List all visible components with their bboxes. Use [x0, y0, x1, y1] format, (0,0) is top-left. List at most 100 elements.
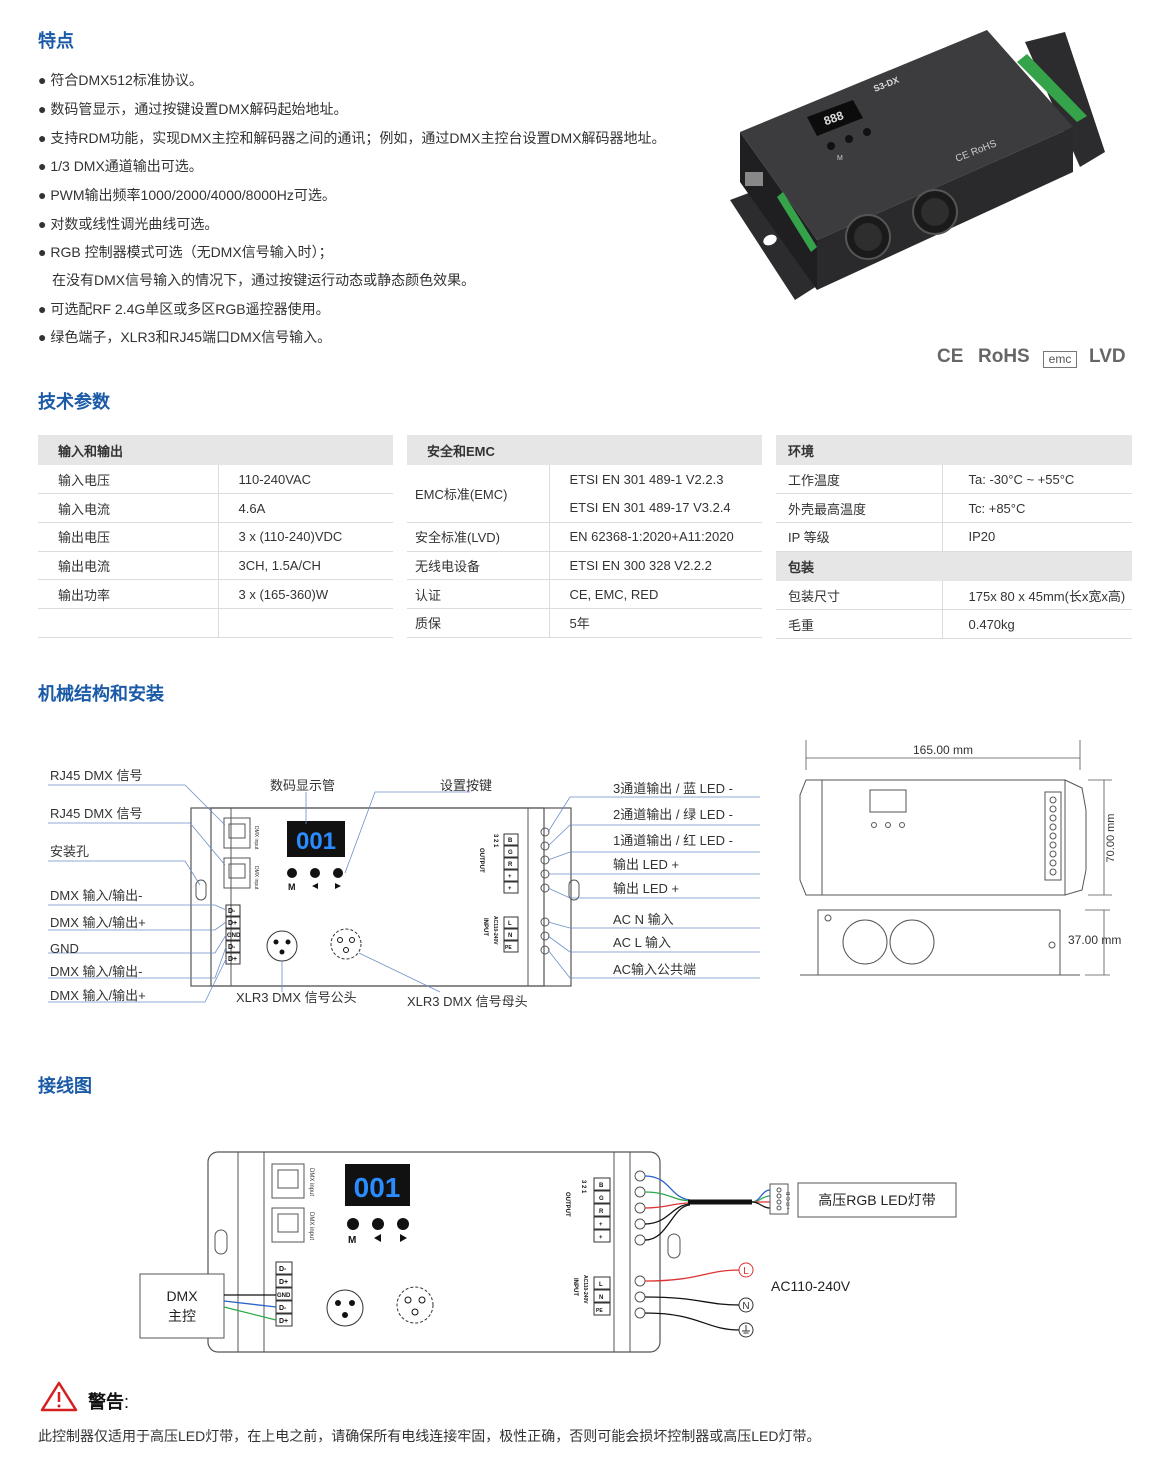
- strip-pins: + R G B: [786, 1191, 792, 1210]
- spec-value: 3 x (165-360)W: [217, 579, 393, 609]
- spec-value: Ta: -30°C ~ +55°C: [941, 465, 1132, 495]
- product-image: 888 M S3-DX CE RoHS: [730, 30, 1105, 300]
- spec-key: 毛重: [776, 609, 942, 639]
- spec-key: 无线电设备: [407, 551, 549, 581]
- emc-mark: emc: [1043, 351, 1077, 368]
- warning-icon: [40, 1381, 78, 1412]
- feature-item: ● 数码管显示，通过按键设置DMX解码起始地址。: [38, 101, 348, 117]
- spec-key: 输出电流: [38, 551, 218, 581]
- spec-value: EN 62368-1:2020+A11:2020: [548, 522, 762, 552]
- input-range: AC110-240V: [492, 916, 498, 945]
- wiring-in-terminal: L: [599, 1282, 603, 1288]
- wiring-input-range: AC110-240V: [582, 1275, 588, 1304]
- spec-key: [38, 608, 218, 638]
- spec-value: [217, 608, 393, 638]
- callout-buttons: 设置按键: [440, 778, 492, 793]
- spec-value: 3 x (110-240)VDC: [217, 522, 393, 552]
- spec-key: 输入电压: [38, 465, 218, 495]
- env-header: 环境: [776, 435, 1132, 465]
- terminal-label: D-: [228, 908, 236, 915]
- wiring-btn-m: M: [348, 1235, 356, 1246]
- in-terminal: PE: [505, 945, 512, 951]
- callout-dmx-plus-2: DMX 输入/输出+: [50, 988, 146, 1003]
- mech-title: 机械结构和安装: [38, 684, 164, 704]
- wiring-out-terminal: G: [599, 1196, 604, 1202]
- callout-ch2: 2通道输出 / 绿 LED -: [613, 807, 733, 822]
- feature-item: ● 支持RDM功能，实现DMX主控和解码器之间的通讯；例如，通过DMX主控台设置…: [38, 130, 666, 146]
- wiring-out-terminal: R: [599, 1209, 604, 1215]
- mech-diagram: DMX input DMX input 001 M D- D+ GND D- D…: [48, 740, 1121, 1009]
- feature-item: ● RGB 控制器模式可选（无DMX信号输入时）；: [38, 244, 333, 260]
- spec-value: ETSI EN 300 328 V2.2.2: [548, 551, 762, 581]
- callout-mount-hole: 安装孔: [50, 844, 89, 859]
- out-terminal: +: [508, 874, 512, 880]
- spec-value: 110-240VAC: [217, 465, 393, 495]
- out-terminal: +: [508, 886, 512, 892]
- input-label: INPUT: [482, 918, 488, 936]
- out-terminal: B: [508, 838, 513, 844]
- wiring-output-label: OUTPUT: [564, 1192, 570, 1217]
- mech-btn-m: M: [288, 882, 296, 892]
- wiring-out-terminal: +: [599, 1235, 603, 1241]
- feature-item: ● 符合DMX512标准协议。: [38, 72, 203, 88]
- terminal-label: D-: [228, 944, 236, 951]
- lvd-mark: LVD: [1089, 346, 1126, 367]
- callout-dmx-minus-2: DMX 输入/输出-: [50, 964, 142, 979]
- callout-dmx-minus: DMX 输入/输出-: [50, 888, 142, 903]
- callout-ch1: 1通道输出 / 红 LED -: [613, 833, 733, 848]
- spec-key: 包装尺寸: [776, 581, 942, 611]
- output-label: OUTPUT: [478, 848, 484, 873]
- wiring-terminal: D-: [279, 1305, 287, 1312]
- wiring-in-terminal: N: [599, 1295, 603, 1301]
- terminal-label: GND: [227, 933, 241, 939]
- dmx-master-line1: DMX: [166, 1288, 198, 1304]
- spec-key: 认证: [407, 579, 549, 609]
- callout-led-plus-1: 输出 LED +: [613, 857, 679, 872]
- callout-xlr-male: XLR3 DMX 信号公头: [236, 990, 357, 1005]
- wiring-title: 接线图: [38, 1076, 92, 1096]
- specs-title: 技术参数: [38, 392, 110, 412]
- spec-value: 3CH, 1.5A/CH: [217, 551, 393, 581]
- callout-xlr-female: XLR3 DMX 信号母头: [407, 994, 528, 1009]
- callout-rj45-1: RJ45 DMX 信号: [50, 768, 142, 783]
- wiring-diagram: DMX input DMX input 001 M D- D+ GND D- D…: [139, 1151, 957, 1353]
- wiring-rj45-label: DMX input: [308, 1168, 314, 1196]
- spec-value: ETSI EN 301 489-1 V2.2.3: [548, 465, 762, 494]
- safety-header: 安全和EMC: [407, 435, 762, 465]
- wiring-terminal: D+: [279, 1279, 288, 1286]
- spec-key: 外壳最高温度: [776, 493, 942, 523]
- feature-item: ● 1/3 DMX通道输出可选。: [38, 158, 203, 174]
- dmx-master-line2: 主控: [168, 1308, 196, 1324]
- ac-n-icon: N: [742, 1301, 749, 1312]
- ac-l-icon: L: [743, 1266, 749, 1277]
- spec-value: 4.6A: [217, 493, 393, 523]
- strip-label: 高压RGB LED灯带: [818, 1192, 935, 1208]
- wiring-terminal: D-: [279, 1266, 287, 1273]
- rj45-label: DMX input: [253, 826, 259, 850]
- wiring-terminal: D+: [279, 1318, 288, 1325]
- callout-ac-n: AC N 输入: [613, 912, 674, 927]
- feature-item: ● 绿色端子，XLR3和RJ45端口DMX信号输入。: [38, 329, 332, 345]
- callout-ac-l: AC L 输入: [613, 935, 671, 950]
- rohs-mark: RoHS: [978, 346, 1030, 367]
- callout-rj45-2: RJ45 DMX 信号: [50, 806, 142, 821]
- wiring-terminal: GND: [277, 1293, 291, 1299]
- feature-item: ● PWM输出频率1000/2000/4000/8000Hz可选。: [38, 187, 336, 203]
- in-terminal: L: [508, 921, 512, 927]
- callout-dmx-plus: DMX 输入/输出+: [50, 915, 146, 930]
- ce-mark: CE: [937, 346, 964, 367]
- output-nums: 3 2 1: [492, 834, 498, 848]
- spec-value: 175x 80 x 45mm(长x宽x高): [941, 581, 1132, 611]
- io-header: 输入和输出: [38, 435, 393, 465]
- callout-ch3: 3通道输出 / 蓝 LED -: [613, 781, 733, 796]
- wiring-rj45-label: DMX input: [308, 1212, 314, 1240]
- ac-label: AC110-240V: [771, 1278, 851, 1294]
- spec-key: EMC标准(EMC): [407, 465, 549, 523]
- warning-title: 警告:: [88, 1392, 130, 1412]
- features-title: 特点: [38, 31, 74, 51]
- in-terminal: N: [508, 933, 512, 939]
- callout-display: 数码显示管: [270, 778, 335, 793]
- spec-key: 输出功率: [38, 579, 218, 609]
